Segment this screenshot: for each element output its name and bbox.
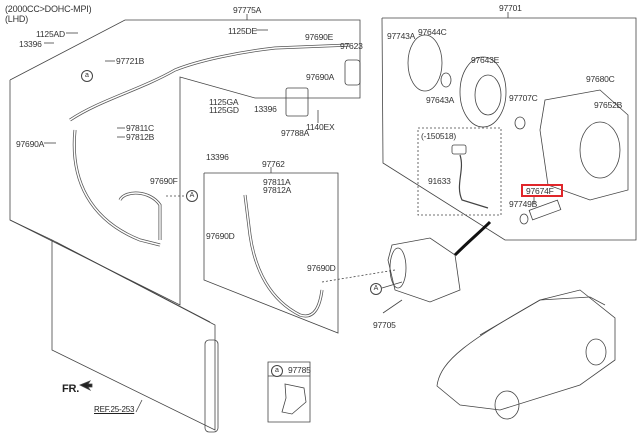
liquid-tube-line: [245, 195, 322, 316]
part-label-97690F[interactable]: 97690F: [150, 176, 178, 186]
part-label-97674F[interactable]: 97674F: [526, 186, 554, 196]
part-label-97680C[interactable]: 97680C: [586, 74, 615, 84]
suction-hose-inner: [70, 45, 350, 120]
hose-assy-frame: [10, 20, 360, 305]
part-label-1125AD[interactable]: 1125AD: [36, 29, 65, 39]
lower-compressor-pulley: [390, 248, 406, 288]
leader-A-lower: [382, 282, 402, 288]
group-label-hose-assy[interactable]: 97775A: [233, 5, 262, 15]
subrange-label: (-150518): [421, 131, 457, 141]
part-label-1140EX[interactable]: 1140EX: [306, 122, 335, 132]
liquid-tube-line-inner: [245, 195, 322, 316]
compressor-body-drawing: [540, 90, 628, 200]
part-label-97705[interactable]: 97705: [373, 320, 396, 330]
part-label-97707C[interactable]: 97707C: [509, 93, 538, 103]
part-label-97690E[interactable]: 97690E: [305, 32, 334, 42]
part-label-97811C[interactable]: 97811C: [126, 123, 154, 133]
reference-label[interactable]: REF.25-253: [94, 405, 135, 414]
clutch-hub-drawing: [408, 35, 442, 91]
pulley-drawing: [460, 57, 506, 127]
hose-fitting-97690F-inner: [120, 193, 160, 240]
condenser-receiver-drier: [205, 340, 218, 432]
callout-a-inset: a: [271, 365, 283, 377]
shim-97707C: [515, 117, 525, 129]
drive-spec: (LHD): [5, 14, 28, 24]
condenser-ref-line: [10, 220, 52, 240]
callout-A-right: A: [370, 283, 382, 295]
inset-97785-frame: [268, 362, 310, 422]
part-label-97644C[interactable]: 97644C: [418, 27, 447, 37]
discharge-hose-inner: [74, 130, 160, 245]
part-label-97690A-mid[interactable]: 97690A: [306, 72, 335, 82]
part-label-97652B[interactable]: 97652B: [594, 100, 623, 110]
part-label-97721B[interactable]: 97721B: [116, 56, 145, 66]
part-label-97690D[interactable]: 97690D: [206, 231, 235, 241]
part-label-97749B[interactable]: 97749B: [509, 199, 538, 209]
link-arrow: [455, 222, 490, 255]
pulley-inner: [475, 75, 501, 115]
part-label-1125DE[interactable]: 1125DE: [228, 26, 257, 36]
compressor-assy-frame: [382, 18, 636, 240]
part-label-97743A[interactable]: 97743A: [387, 31, 416, 41]
part-label-97785[interactable]: 97785: [288, 365, 311, 375]
sensor-wire-91633: [459, 155, 488, 208]
part-label-97812A[interactable]: 97812A: [263, 185, 292, 195]
inset-97785-part: [282, 384, 306, 414]
car-wheel-rear: [586, 339, 606, 365]
callout-a: a: [81, 70, 93, 82]
highlight-box-97674F: [521, 184, 563, 197]
part-label-13396-b[interactable]: 13396: [254, 104, 277, 114]
car-wheel-front: [495, 391, 519, 419]
fr-arrow: [80, 381, 92, 390]
bracket-97788A-drawing: [286, 88, 308, 116]
part-label-13396-c[interactable]: 13396: [206, 152, 229, 162]
part-label-1125GD[interactable]: 1125GD: [209, 105, 239, 115]
o-ring-97749B: [520, 214, 528, 224]
subrange-frame: [418, 128, 501, 215]
part-label-97788A[interactable]: 97788A: [281, 128, 310, 138]
snap-ring-97643A: [441, 73, 451, 87]
part-label-97690D-right[interactable]: 97690D: [307, 263, 336, 273]
part-label-97643A[interactable]: 97643A: [426, 95, 455, 105]
part-label-97811A[interactable]: 97811A: [263, 177, 291, 187]
part-label-97812B[interactable]: 97812B: [126, 132, 155, 142]
front-direction-label: FR.: [62, 383, 80, 395]
leader-97705: [383, 300, 402, 313]
part-label-1125GA[interactable]: 1125GA: [209, 97, 239, 107]
part-label-97643E[interactable]: 97643E: [471, 55, 500, 65]
part-label-97623[interactable]: 97623: [340, 41, 363, 51]
condenser-edge: [56, 242, 210, 322]
valve-97674F-drawing: [529, 200, 561, 220]
part-label-91633[interactable]: 91633: [428, 176, 451, 186]
callout-A-left: A: [186, 190, 198, 202]
group-label-compressor-assy[interactable]: 97701: [499, 3, 522, 13]
compressor-face: [580, 122, 620, 178]
leader-97690D-dashed: [322, 270, 395, 282]
part-label-97690A[interactable]: 97690A: [16, 139, 45, 149]
group-label-liquid-tube[interactable]: 97762: [262, 159, 285, 169]
engine-spec: (2000CC>DOHC-MPI): [5, 4, 92, 14]
liquid-tube-frame: [204, 173, 338, 333]
ref-leader: [136, 400, 142, 412]
receiver-97623-drawing: [345, 60, 360, 85]
car-roof: [480, 297, 605, 335]
lower-compressor-drawing: [388, 238, 460, 302]
part-label-13396[interactable]: 13396: [19, 39, 42, 49]
condenser: [52, 240, 215, 430]
sensor-connector: [452, 145, 466, 154]
